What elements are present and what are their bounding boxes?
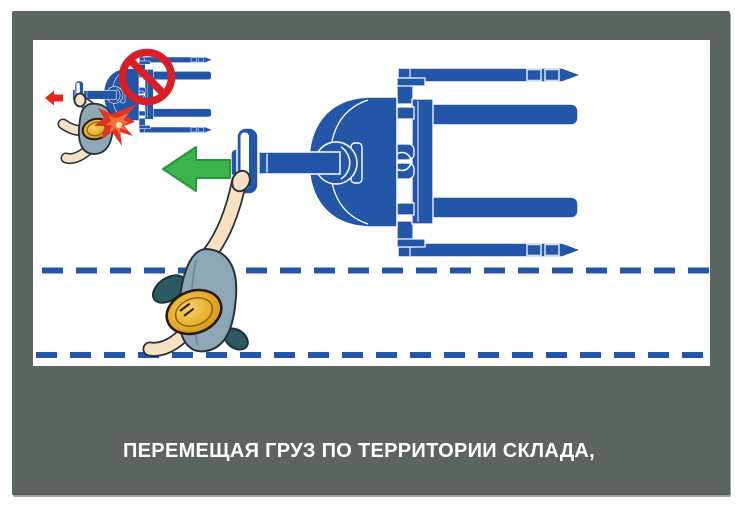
caption-line-1: ПЕРЕМЕЩАЯ ГРУЗ ПО ТЕРРИТОРИИ СКЛАДА, xyxy=(122,440,596,462)
caption: ПЕРЕМЕЩАЯ ГРУЗ ПО ТЕРРИТОРИИ СКЛАДА, ЖЕЛ… xyxy=(0,394,718,510)
illustration-canvas xyxy=(33,40,710,366)
